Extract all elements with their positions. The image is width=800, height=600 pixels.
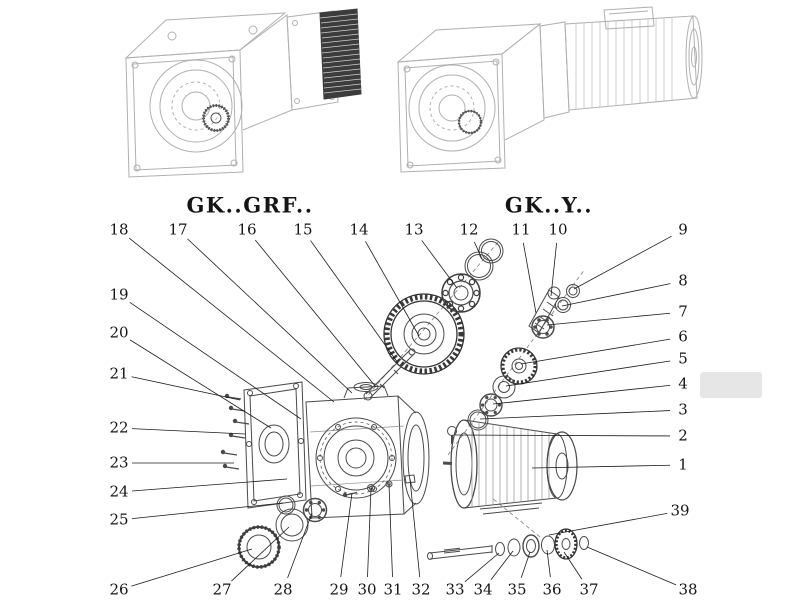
callout-10: 10	[548, 220, 568, 239]
leader-line-18	[128, 237, 335, 403]
bevel-pinion-assembly	[528, 284, 580, 339]
y-gear-detail	[457, 109, 483, 135]
leader-line-33	[464, 552, 500, 582]
callout-5: 5	[678, 349, 688, 368]
callout-7: 7	[678, 302, 688, 321]
model-label-gk-y: GK..Y..	[504, 192, 594, 218]
gearbox-grf-drawing	[124, 8, 362, 178]
leader-line-25	[131, 502, 284, 520]
callout-15: 15	[293, 220, 313, 239]
leader-line-38	[586, 546, 677, 586]
callout-29: 29	[329, 580, 349, 599]
callout-30: 30	[357, 580, 377, 599]
exploded-view	[220, 238, 589, 569]
callout-39: 39	[670, 501, 690, 520]
leader-line-37	[563, 551, 583, 580]
leader-line-19	[129, 301, 302, 420]
callout-3: 3	[678, 400, 688, 419]
cover-bolts	[220, 393, 250, 470]
leader-line-14	[365, 241, 420, 337]
leader-line-21	[131, 376, 241, 401]
callout-6: 6	[678, 327, 688, 346]
callout-18: 18	[109, 220, 129, 239]
callout-31: 31	[383, 580, 403, 599]
taper-bearing	[441, 273, 481, 313]
callout-leader-lines	[128, 235, 677, 587]
leader-line-16	[254, 239, 377, 388]
leader-line-20	[129, 339, 272, 429]
grf-fin-block	[319, 8, 362, 100]
callout-4: 4	[678, 374, 688, 393]
gear-housing	[305, 382, 430, 519]
callout-1: 1	[678, 455, 688, 474]
gearbox-y-drawing	[396, 6, 703, 173]
callout-13: 13	[404, 220, 424, 239]
leader-line-7	[546, 312, 671, 326]
callout-21: 21	[109, 364, 129, 383]
watermark	[700, 372, 762, 398]
callout-34: 34	[473, 580, 493, 599]
callout-11: 11	[511, 220, 531, 239]
leader-line-1	[531, 464, 671, 469]
leader-line-15	[310, 240, 399, 364]
leader-line-8	[561, 283, 671, 307]
leader-line-28	[287, 512, 313, 578]
callout-38: 38	[678, 580, 698, 599]
leader-line-6	[520, 338, 671, 365]
callout-20: 20	[109, 323, 129, 342]
leader-line-30	[367, 487, 372, 578]
callout-32: 32	[411, 580, 431, 599]
leader-line-32	[409, 478, 421, 578]
leader-line-36	[546, 549, 551, 578]
callout-9: 9	[678, 220, 688, 239]
callout-8: 8	[678, 271, 688, 290]
callout-36: 36	[542, 580, 562, 599]
callout-28: 28	[273, 580, 293, 599]
callout-17: 17	[168, 220, 188, 239]
model-label-gk-grf: GK..GRF..	[186, 192, 314, 218]
leader-line-27	[231, 526, 290, 582]
leader-line-9	[573, 235, 672, 290]
leader-line-31	[388, 483, 393, 578]
retaining-rings	[464, 238, 504, 281]
leader-line-39	[548, 512, 668, 536]
callout-19: 19	[109, 285, 129, 304]
leader-line-2	[454, 434, 671, 437]
leader-line-17	[187, 238, 353, 394]
callout-22: 22	[109, 418, 129, 437]
leader-line-26	[131, 548, 253, 587]
callout-2: 2	[678, 426, 688, 445]
callout-26: 26	[109, 580, 129, 599]
callout-12: 12	[459, 220, 479, 239]
leader-line-10	[550, 242, 558, 297]
y-motor	[564, 6, 703, 111]
leader-line-29	[340, 492, 353, 578]
callout-23: 23	[109, 453, 129, 472]
leader-line-4	[492, 384, 671, 405]
callout-33: 33	[445, 580, 465, 599]
leader-line-3	[479, 410, 671, 420]
callout-25: 25	[109, 510, 129, 529]
leader-line-22	[131, 428, 246, 435]
cover-plate	[243, 381, 307, 515]
callout-27: 27	[212, 580, 232, 599]
leader-line-12	[473, 241, 483, 260]
leader-line-34	[490, 550, 514, 580]
callout-37: 37	[579, 580, 599, 599]
callout-14: 14	[349, 220, 369, 239]
callout-35: 35	[507, 580, 527, 599]
callout-24: 24	[109, 482, 129, 501]
leader-line-11	[522, 242, 537, 314]
leader-line-24	[131, 478, 288, 492]
callout-16: 16	[237, 220, 257, 239]
leader-line-5	[505, 360, 671, 387]
grf-gear-detail	[202, 104, 230, 132]
electric-motor	[442, 419, 578, 515]
input-shaft-assembly	[427, 528, 589, 560]
leader-line-13	[421, 240, 458, 289]
lower-left-bearings	[237, 497, 328, 569]
leader-line-35	[520, 551, 531, 578]
main-gear-and-shaft	[363, 293, 465, 401]
